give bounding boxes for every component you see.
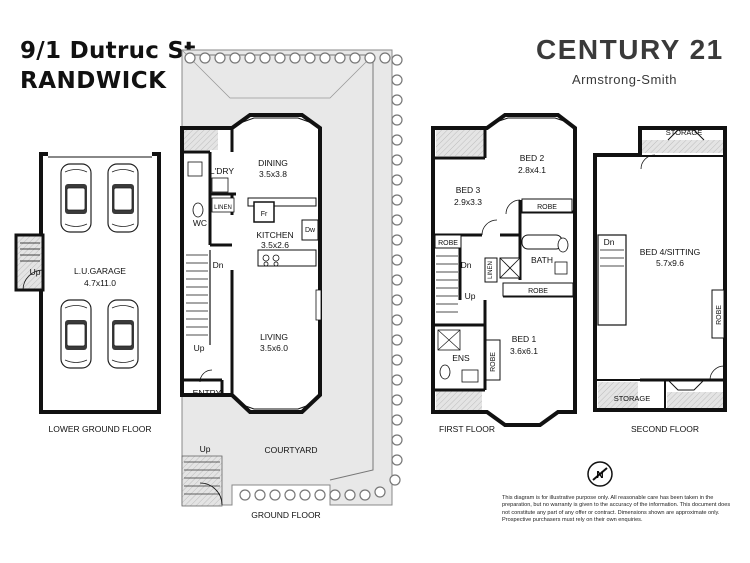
entry-label: ENTRY: [193, 388, 222, 398]
fridge-label: Fr: [261, 211, 268, 218]
wc-label: WC: [193, 218, 207, 228]
living-size: 3.5x6.0: [260, 343, 288, 353]
lower-stair-up-label: Up: [30, 267, 41, 277]
ensuite-label: ENS: [452, 353, 470, 363]
dining-name: DINING: [258, 158, 288, 168]
brand-logo: CENTURY 21: [536, 34, 724, 65]
first-stair-dn-label: Dn: [461, 260, 472, 270]
bed3-name: BED 3: [456, 185, 481, 195]
ground-floor-plan: [180, 49, 403, 507]
bath-label: BATH: [531, 255, 553, 265]
first-stair-up-label: Up: [465, 291, 476, 301]
bed2-name: BED 2: [520, 153, 545, 163]
ground-floor-label: GROUND FLOOR: [251, 510, 320, 520]
dishwasher-label: Dw: [305, 227, 316, 234]
storage-top-label: STORAGE: [666, 128, 703, 137]
external-stair-up-label: Up: [200, 444, 211, 454]
lower-ground-floor-plan: [14, 152, 161, 414]
bed2-robe-label: ROBE: [537, 204, 557, 211]
bed3-robe-label: ROBE: [438, 240, 458, 247]
laundry-label: L'DRY: [210, 166, 234, 176]
bed2-size: 2.8x4.1: [518, 165, 546, 175]
address-line-1: 9/1 Dutruc St: [20, 38, 196, 64]
second-stair-dn-label: Dn: [604, 237, 615, 247]
bed4-size: 5.7x9.6: [656, 258, 684, 268]
bed1-name: BED 1: [512, 334, 537, 344]
garage-size: 4.7x11.0: [84, 278, 116, 288]
kitchen-size: 3.5x2.6: [261, 240, 289, 250]
bed1-size: 3.6x6.1: [510, 346, 538, 356]
hall-robe-label: ROBE: [528, 288, 548, 295]
bed4-name: BED 4/SITTING: [640, 247, 700, 257]
courtyard-label: COURTYARD: [264, 445, 317, 455]
ground-stair-up-label: Up: [194, 343, 205, 353]
living-name: LIVING: [260, 332, 288, 342]
linen-label: LINEN: [214, 205, 232, 211]
first-floor-plan: [431, 113, 577, 427]
kitchen-name: KITCHEN: [256, 230, 293, 240]
first-linen-label: LINEN: [488, 261, 494, 279]
compass-letter: N: [596, 470, 603, 481]
garage-name: L.U.GARAGE: [74, 266, 126, 276]
address-suburb: RANDWICK: [20, 68, 167, 94]
bed4-robe-label: ROBE: [716, 305, 723, 325]
bed3-size: 2.9x3.3: [454, 197, 482, 207]
lower-ground-floor-label: LOWER GROUND FLOOR: [49, 424, 152, 434]
ground-stair-dn-label: Dn: [213, 260, 224, 270]
storage-bottom-label: STORAGE: [614, 394, 651, 403]
second-floor-plan: [593, 126, 727, 412]
first-floor-label: FIRST FLOOR: [439, 424, 495, 434]
bed1-robe-label: ROBE: [490, 352, 497, 372]
brand-office: Armstrong-Smith: [572, 72, 678, 87]
compass-north-icon: N: [587, 461, 613, 487]
second-floor-label: SECOND FLOOR: [631, 424, 699, 434]
disclaimer-text: This diagram is for illustrative purpose…: [502, 495, 731, 524]
dining-size: 3.5x3.8: [259, 169, 287, 179]
